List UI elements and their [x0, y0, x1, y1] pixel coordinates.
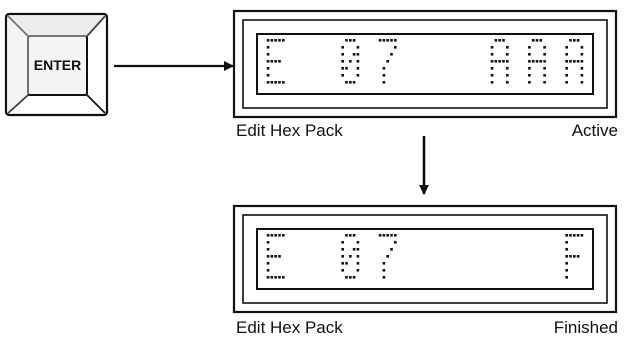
- display-active-caption-right: Active: [571, 121, 618, 140]
- enter-key[interactable]: ENTER: [4, 12, 109, 117]
- display-character: A: [528, 39, 546, 84]
- display-character: E: [266, 39, 285, 84]
- display-finished-characters: E 07 F: [266, 234, 584, 279]
- display-active-caption-left: Edit Hex Pack: [236, 121, 343, 140]
- display-finished-caption-right: Finished: [553, 318, 618, 337]
- display-character: 0: [341, 234, 360, 279]
- display-active: E07AAA: [232, 9, 618, 119]
- display-character: F: [565, 234, 584, 279]
- display-character: 7: [378, 39, 397, 84]
- enter-key-label: ENTER: [34, 57, 81, 73]
- display-character: 0: [341, 39, 360, 84]
- display-finished-caption-left: Edit Hex Pack: [236, 318, 343, 337]
- display-character: A: [565, 39, 584, 84]
- display-finished: E 07 F: [232, 204, 618, 314]
- display-character: E: [266, 234, 285, 279]
- display-character: 7: [378, 234, 397, 279]
- display-active-characters: E07AAA: [266, 39, 584, 84]
- display-character: A: [490, 39, 509, 84]
